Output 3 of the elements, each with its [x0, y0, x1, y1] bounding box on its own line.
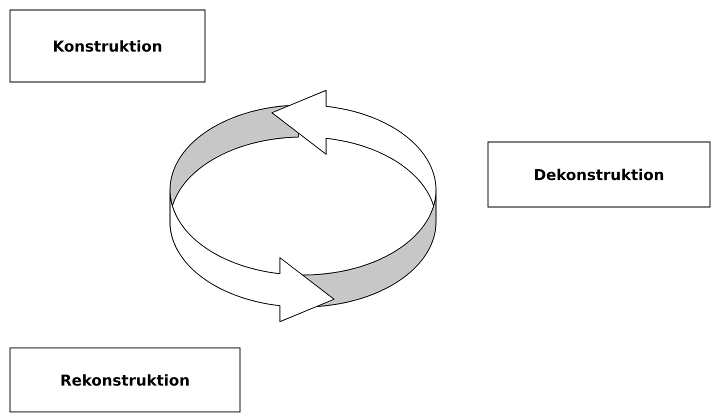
text-box: Konstruktion — [10, 10, 206, 82]
text-box: Rekonstruktion — [10, 348, 240, 412]
text-box: Dekonstruktion — [488, 142, 710, 208]
